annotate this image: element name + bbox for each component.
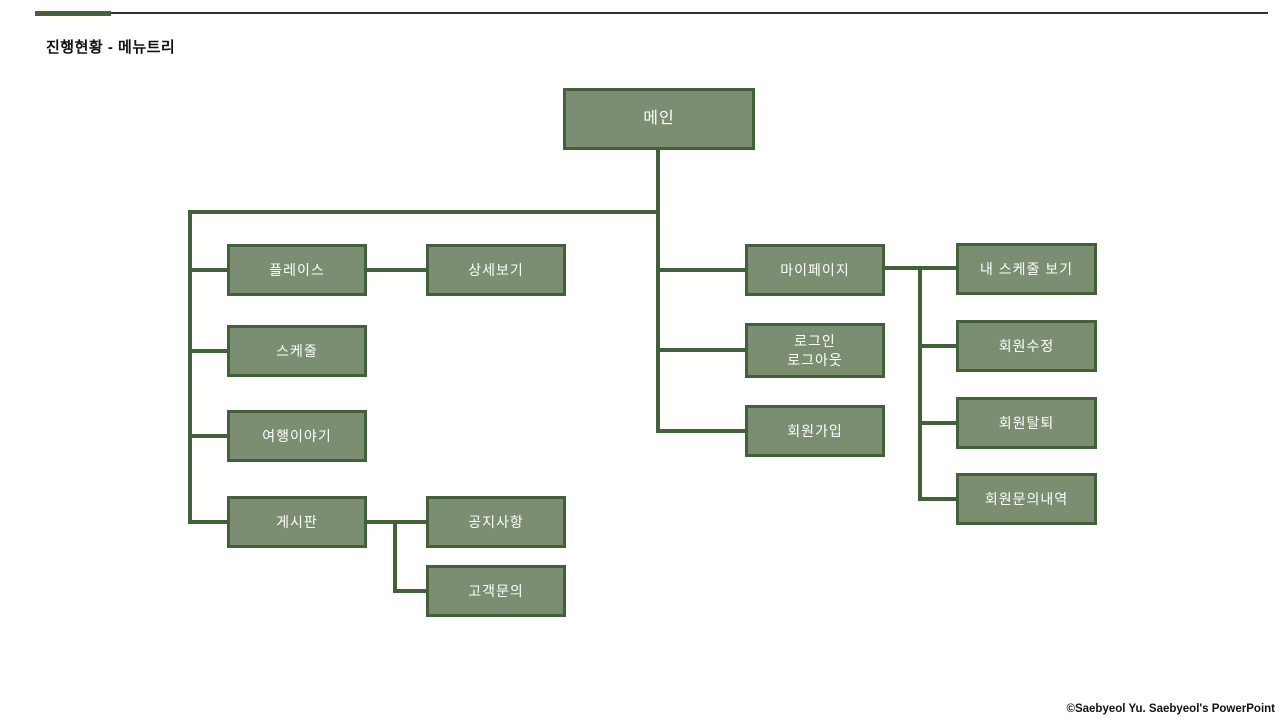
node-member-edit: 회원수정 [956,320,1097,372]
node-customer-inquiry: 고객문의 [426,565,566,617]
node-member-withdraw-label: 회원탈퇴 [998,414,1055,431]
node-travel-story: 여행이야기 [227,410,367,462]
copyright-text: ©Saebyeol Yu. Saebyeol's PowerPoint [1066,703,1276,715]
connector-stub-board [192,520,227,524]
node-detail-view-label: 상세보기 [468,261,524,278]
node-detail-view: 상세보기 [426,244,566,296]
connector-left-horizontal [188,210,660,214]
node-my-page: 마이페이지 [745,244,885,296]
node-my-page-label: 마이페이지 [780,261,850,278]
connector-stub-member-inquiry [922,497,956,501]
node-sign-up-label: 회원가입 [787,422,843,439]
connector-place-detail [367,268,426,272]
node-my-schedule-view-label: 내 스케줄 보기 [979,260,1074,277]
node-sign-up: 회원가입 [745,405,885,457]
slide-title: 진행현황 - 메뉴트리 [46,39,176,56]
node-notice-label: 공지사항 [468,513,524,530]
connector-stub-member-edit [922,344,956,348]
connector-main-trunk [656,150,660,433]
node-login-logout-label: 로그인 로그아웃 [787,332,843,368]
node-main: 메인 [563,88,755,150]
connector-left-trunk [188,210,192,524]
node-member-withdraw: 회원탈퇴 [956,397,1097,449]
node-member-inquiry-history-label: 회원문의내역 [984,490,1069,507]
connector-stub-sign-up [660,429,745,433]
node-member-inquiry-history: 회원문의내역 [956,473,1097,525]
connector-mypage-trunk [918,266,922,501]
node-board: 게시판 [227,496,367,548]
connector-stub-place [192,268,227,272]
node-travel-story-label: 여행이야기 [262,427,332,444]
node-place-label: 플레이스 [269,261,325,278]
node-main-label: 메인 [643,110,675,128]
accent-bar [35,11,111,16]
connector-stub-my-page [660,268,745,272]
node-board-label: 게시판 [276,513,318,530]
connector-stub-customer-inquiry [395,589,426,593]
connector-stub-login-logout [660,348,745,352]
node-schedule-label: 스케줄 [276,342,318,359]
connector-board-trunk [393,520,397,593]
node-place: 플레이스 [227,244,367,296]
node-member-edit-label: 회원수정 [998,337,1055,354]
top-divider-line [111,12,1268,14]
connector-stub-travel-story [192,434,227,438]
node-schedule: 스케줄 [227,325,367,377]
connector-stub-schedule [192,349,227,353]
node-notice: 공지사항 [426,496,566,548]
node-my-schedule-view: 내 스케줄 보기 [956,243,1097,295]
node-login-logout: 로그인 로그아웃 [745,323,885,378]
node-customer-inquiry-label: 고객문의 [468,582,524,599]
connector-stub-member-withdraw [922,421,956,425]
